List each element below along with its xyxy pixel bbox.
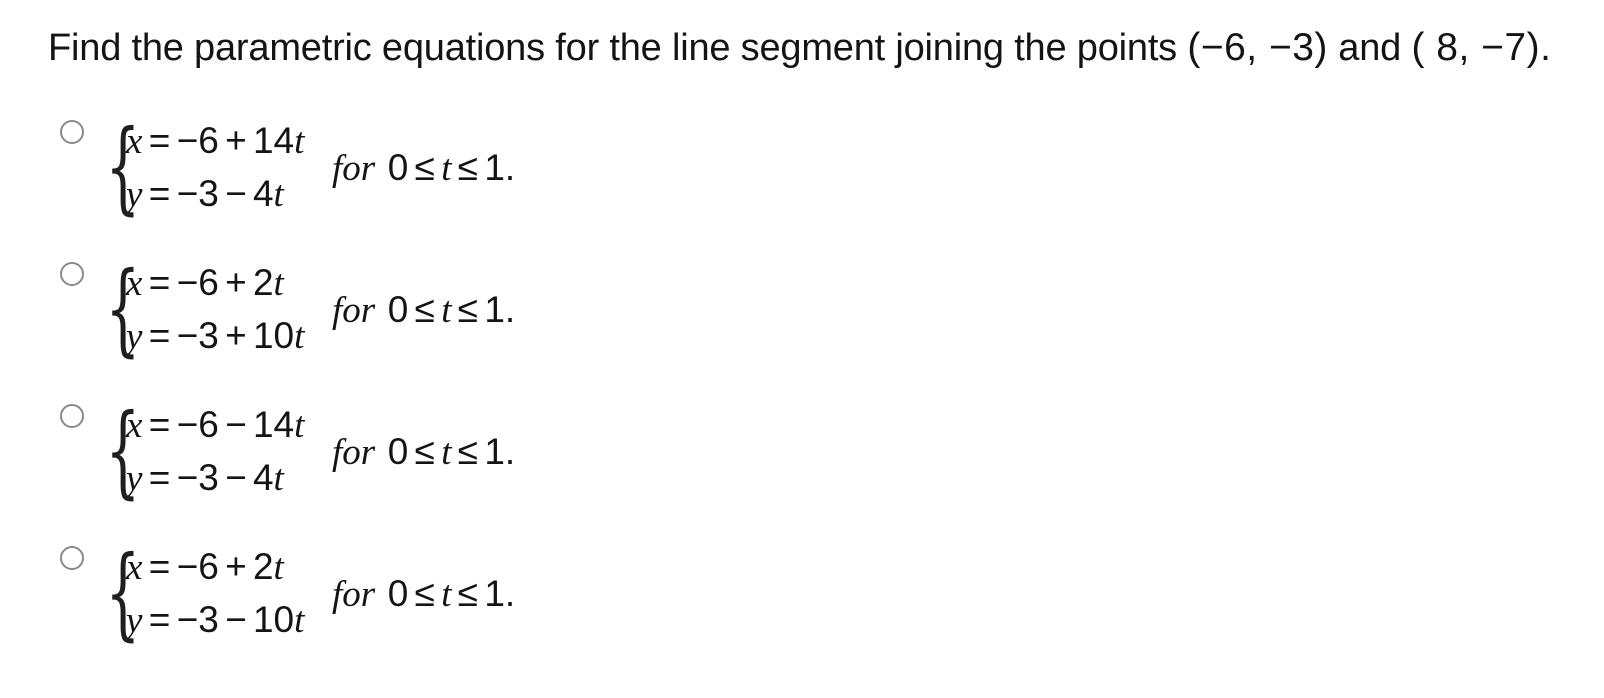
equation-y: y = −3 − 10t xyxy=(126,599,305,641)
equation-x: x = −6 + 2t xyxy=(126,546,284,588)
equation-lines: x = −6 + 2t y = −3 + 10t xyxy=(126,257,304,363)
equation-lines: x = −6 − 14t y = −3 − 4t xyxy=(126,399,304,505)
point-a: (−6, −3) xyxy=(1187,26,1328,69)
equation-system-4: { x = −6 + 2t y = −3 − 10t xyxy=(100,542,332,646)
equation-y: y = −3 + 10t xyxy=(126,315,305,357)
equation-system-3: { x = −6 − 14t y = −3 − 4t xyxy=(100,400,332,504)
domain-constraint: for 0 ≤ t ≤ 1. xyxy=(332,288,516,331)
equation-lines: x = −6 + 14t y = −3 − 4t xyxy=(126,115,304,221)
conjunction: and xyxy=(1338,27,1402,69)
equation-x: x = −6 + 2t xyxy=(126,262,284,304)
point-b: ( 8, −7). xyxy=(1411,26,1552,69)
radio-button-option-1[interactable] xyxy=(60,120,84,144)
radio-button-option-3[interactable] xyxy=(60,404,84,428)
equation-lines: x = −6 + 2t y = −3 − 10t xyxy=(126,541,304,647)
equation-x: x = −6 + 14t xyxy=(126,120,305,162)
equation-y: y = −3 − 4t xyxy=(126,457,284,499)
question-title: Find the parametric equations for the li… xyxy=(48,24,1592,72)
left-brace-icon: { xyxy=(105,534,141,651)
radio-button-option-2[interactable] xyxy=(60,262,84,286)
left-brace-icon: { xyxy=(105,250,141,367)
radio-button-option-4[interactable] xyxy=(60,546,84,570)
domain-constraint: for 0 ≤ t ≤ 1. xyxy=(332,572,516,615)
equation-y: y = −3 − 4t xyxy=(126,173,284,215)
equation-x: x = −6 − 14t xyxy=(126,404,305,446)
answer-option-2: { x = −6 + 2t y = −3 + 10t for 0 ≤ t ≤ 1… xyxy=(60,258,1592,362)
answer-options: { x = −6 + 14t y = −3 − 4t for 0 ≤ t ≤ 1… xyxy=(48,116,1592,646)
answer-option-1: { x = −6 + 14t y = −3 − 4t for 0 ≤ t ≤ 1… xyxy=(60,116,1592,220)
quiz-question-panel: Find the parametric equations for the li… xyxy=(48,24,1592,646)
equation-system-2: { x = −6 + 2t y = −3 + 10t xyxy=(100,258,332,362)
answer-option-4: { x = −6 + 2t y = −3 − 10t for 0 ≤ t ≤ 1… xyxy=(60,542,1592,646)
answer-option-3: { x = −6 − 14t y = −3 − 4t for 0 ≤ t ≤ 1… xyxy=(60,400,1592,504)
domain-constraint: for 0 ≤ t ≤ 1. xyxy=(332,430,516,473)
domain-constraint: for 0 ≤ t ≤ 1. xyxy=(332,146,516,189)
equation-system-1: { x = −6 + 14t y = −3 − 4t xyxy=(100,116,332,220)
left-brace-icon: { xyxy=(105,392,141,509)
question-text: Find the parametric equations for the li… xyxy=(48,27,1177,69)
left-brace-icon: { xyxy=(105,108,141,225)
